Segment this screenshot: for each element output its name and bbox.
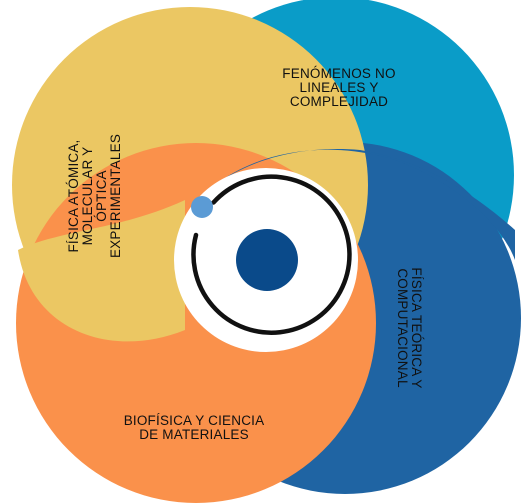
orbit-dot [191, 196, 213, 218]
label-nonlinear-line-3: COMPLEJIDAD [290, 94, 388, 109]
label-atomic-line-3: ÓPTICA [94, 170, 109, 221]
label-atomic-line-2: MOLECULAR Y [80, 147, 95, 246]
label-nonlinear: FENÓMENOS NO LINEALES Y COMPLEJIDAD [282, 66, 395, 109]
swirl-atomic-over-biophysics [18, 200, 185, 342]
label-biophysics-line-2: DE MATERIALES [139, 427, 249, 442]
orbit-ring [191, 174, 352, 335]
label-theoretical: FÍSICA TEÓRICA Y COMPUTACIONAL [395, 267, 424, 388]
label-atomic: FÍSICA ATÓMICA, MOLECULAR Y ÓPTICA EXPER… [66, 134, 123, 258]
nucleus-dot [236, 229, 298, 291]
label-atomic-line-1: FÍSICA ATÓMICA, [66, 139, 81, 252]
label-nonlinear-line-1: FENÓMENOS NO [282, 66, 395, 81]
label-theoretical-line-1: FÍSICA TEÓRICA Y [409, 267, 424, 388]
label-biophysics-line-1: BIOFÍSICA Y CIENCIA [124, 413, 265, 428]
label-biophysics: BIOFÍSICA Y CIENCIA DE MATERIALES [124, 413, 265, 442]
label-theoretical-line-2: COMPUTACIONAL [395, 268, 410, 388]
label-atomic-line-4: EXPERIMENTALES [108, 134, 123, 258]
label-nonlinear-line-2: LINEALES Y [299, 80, 378, 95]
